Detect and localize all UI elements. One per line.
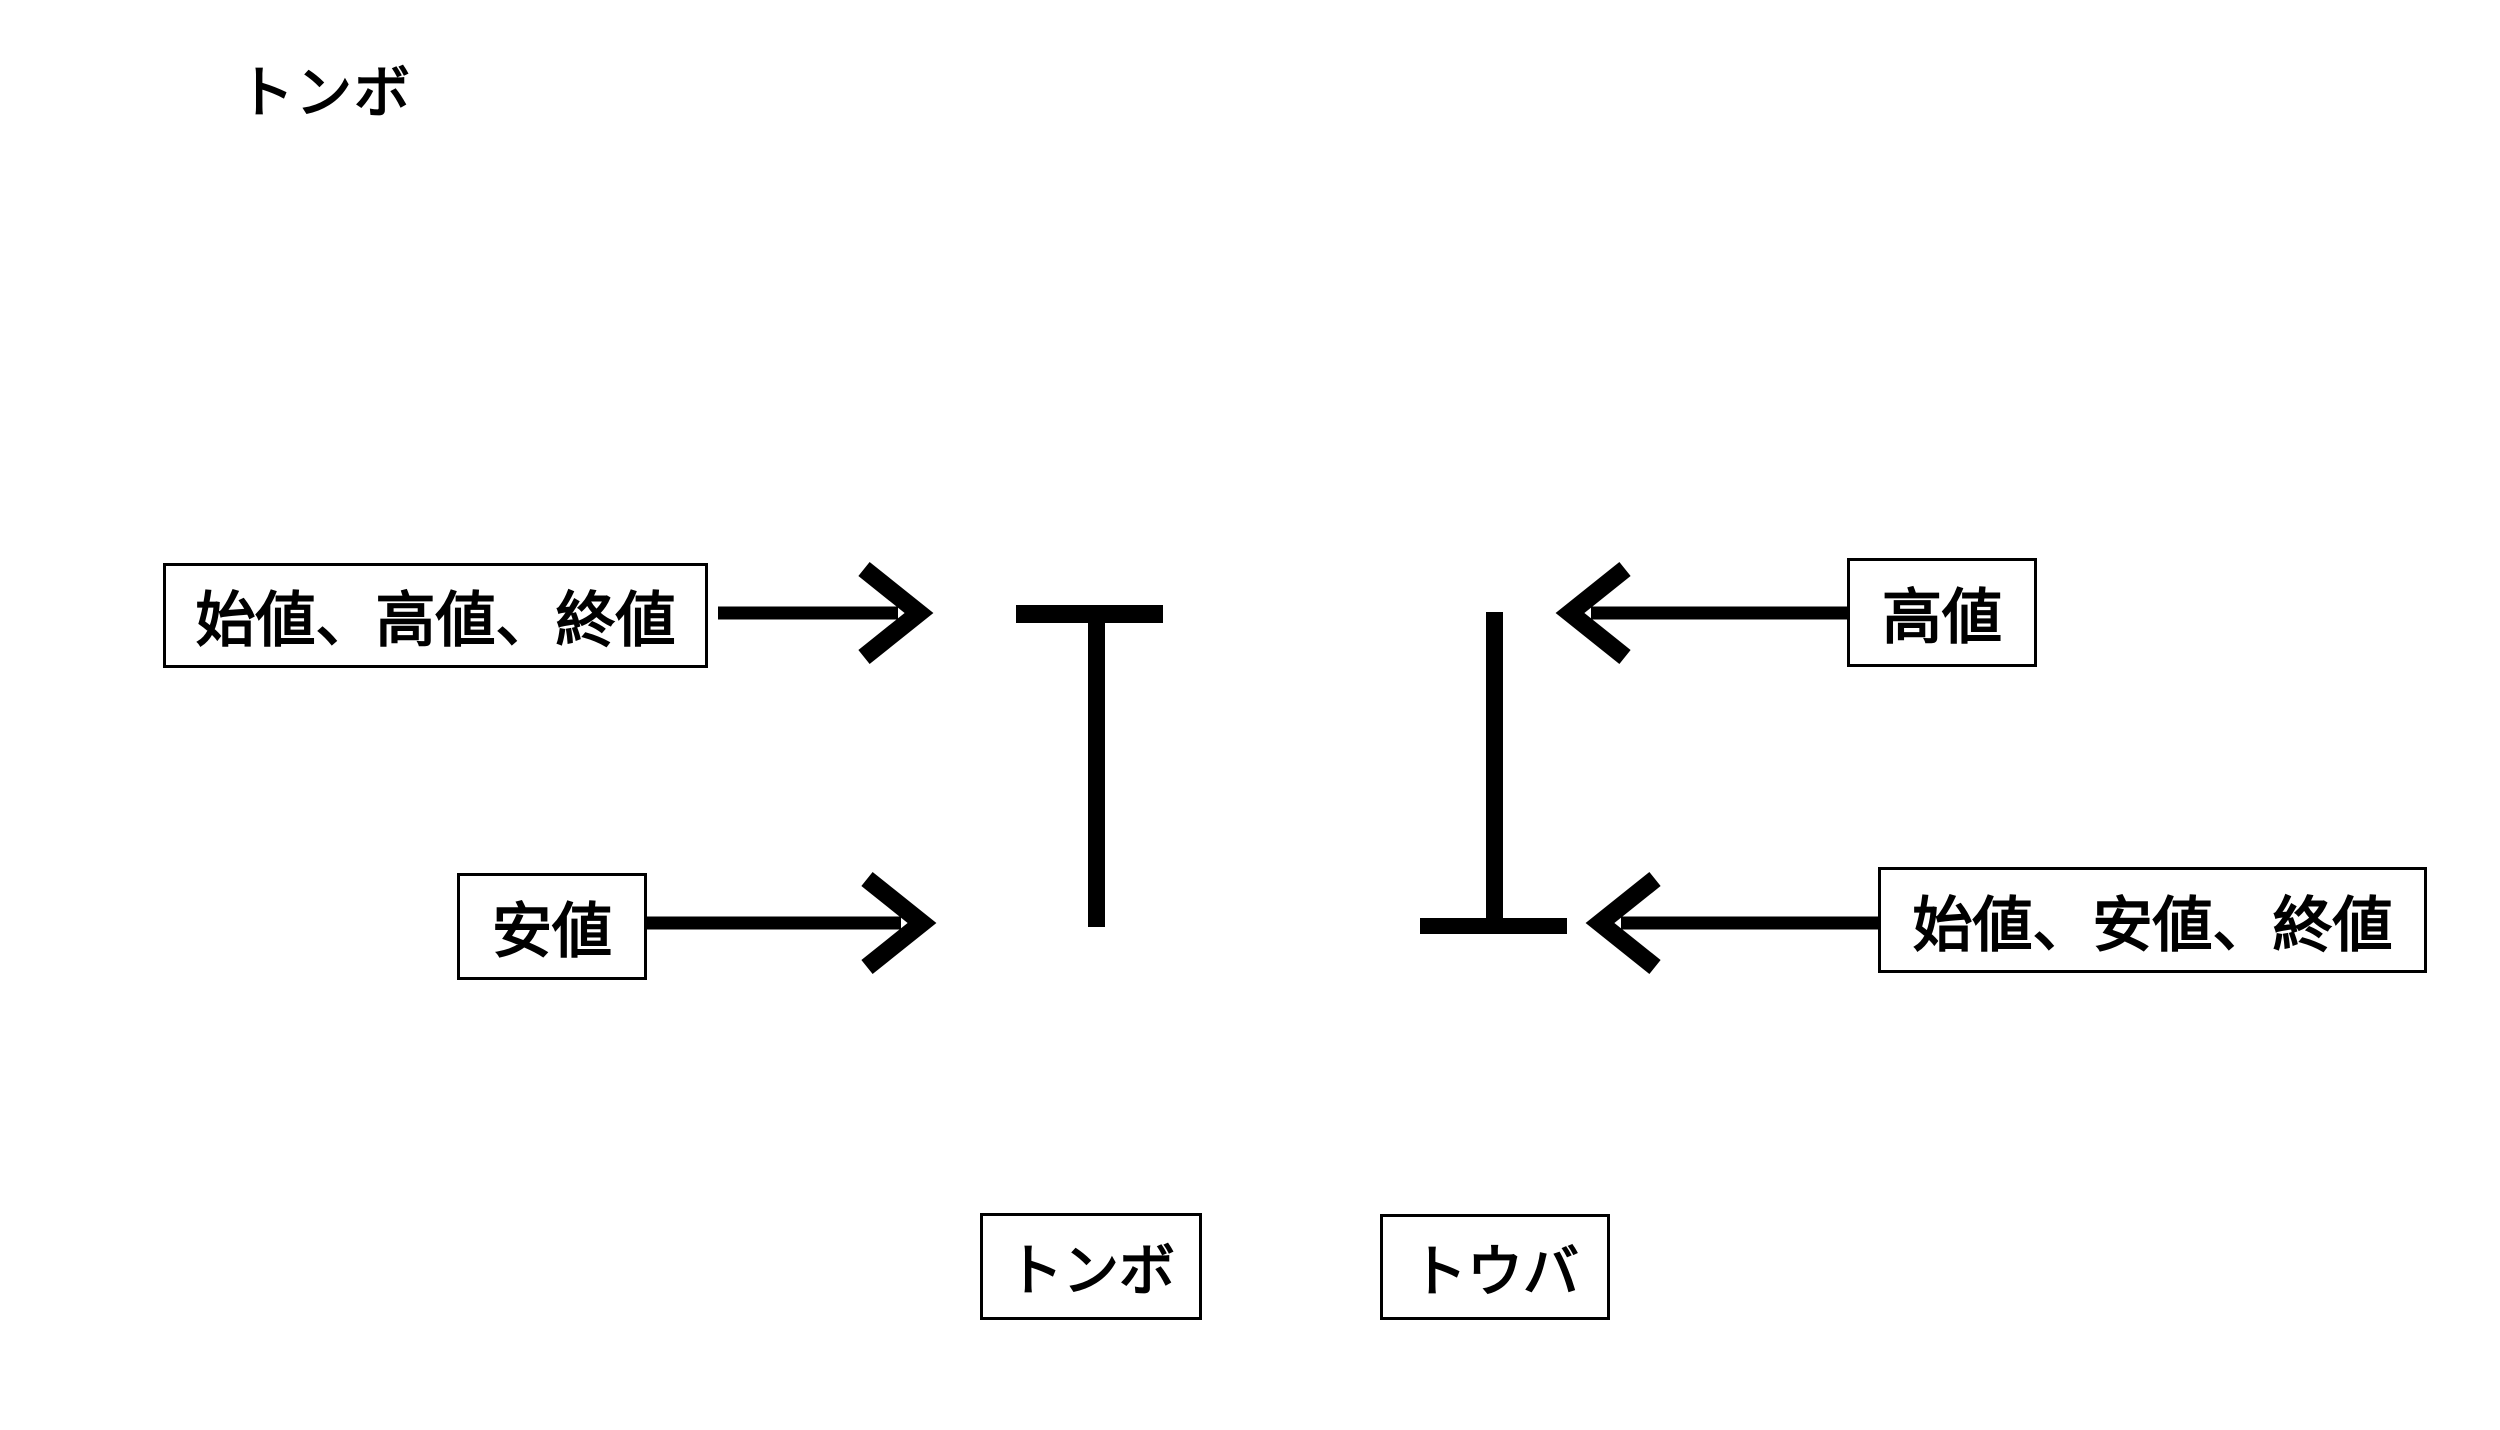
gravestone-open-low-close-bar [1420,918,1567,934]
label-high-text: 高値 [1882,584,2002,651]
arrow-low-icon [647,871,937,975]
label-open-high-close-text: 始値、高値、終値 [195,587,676,654]
caption-touba: トウバ [1380,1214,1610,1320]
gravestone-upper-shadow [1486,612,1503,934]
page-title: トンボ [238,61,412,124]
caption-tonbo-text: トンボ [1007,1239,1175,1302]
label-low: 安値 [457,873,647,980]
arrow-high-icon [1555,561,1848,665]
caption-tonbo: トンボ [980,1213,1202,1320]
arrow-open-low-close-icon [1585,871,1878,975]
label-open-low-close-text: 始値、安値、終値 [1912,891,2393,959]
dragonfly-lower-shadow [1088,605,1105,927]
label-open-low-close: 始値、安値、終値 [1878,867,2427,973]
label-open-high-close: 始値、高値、終値 [163,563,708,668]
caption-touba-text: トウバ [1411,1239,1579,1303]
label-high: 高値 [1847,558,2037,667]
arrow-open-high-close-icon [718,561,934,665]
label-low-text: 安値 [492,898,612,965]
